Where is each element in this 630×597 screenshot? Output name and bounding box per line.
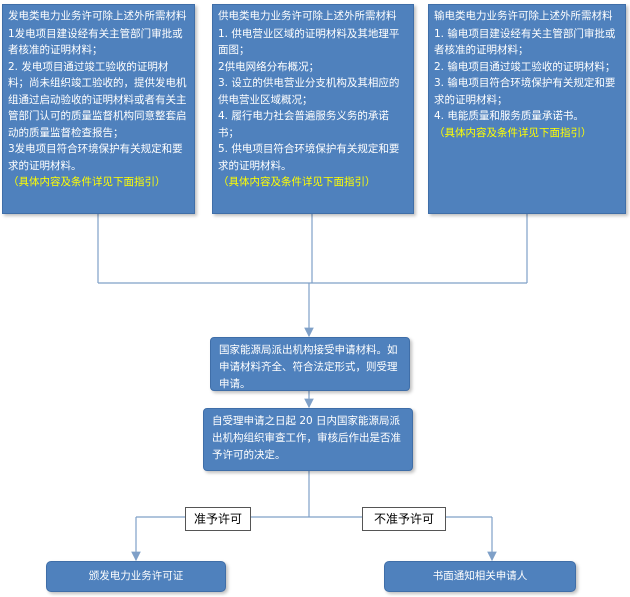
notify-applicant-box: 书面通知相关申请人: [384, 561, 576, 592]
list-item: 3发电项目符合环境保护有关规定和要求的证明材料。: [8, 143, 183, 172]
list-item: 4. 履行电力社会普遍服务义务的承诺书；: [218, 110, 389, 139]
list-item: 2供电网络分布概况；: [218, 60, 320, 73]
list-item: 2. 发电项目通过竣工验收的证明材料；尚未组织竣工验收的，提供发电机组通过启动验…: [8, 60, 187, 139]
guide-note: （具体内容及条件详见下面指引）: [434, 126, 592, 139]
result-text: 书面通知相关申请人: [432, 570, 528, 582]
power-generation-materials-box: 发电类电力业务许可除上述外所需材料 1发电项目建设经有关主管部门审批或者核准的证…: [2, 4, 195, 214]
guide-note: （具体内容及条件详见下面指引）: [8, 176, 166, 188]
list-item: 4. 电能质量和服务质量承诺书。: [434, 110, 584, 122]
step-text: 国家能源局派出机构接受申请材料。如申请材料齐全、符合法定形式，则受理申请。: [219, 344, 398, 390]
step-text: 自受理申请之日起 20 日内国家能源局派出机构组织审查工作，审核后作出是否准予许…: [212, 415, 401, 461]
result-text: 颁发电力业务许可证: [88, 570, 184, 582]
power-supply-materials-box: 供电类电力业务许可除上述外所需材料 1. 供电营业区域的证明材料及其地理平面图；…: [212, 4, 414, 214]
approve-label: 准予许可: [185, 507, 251, 531]
box-title: 供电类电力业务许可除上述外所需材料: [218, 10, 397, 22]
guide-note: （具体内容及条件详见下面指引）: [218, 176, 376, 188]
reject-label-text: 不准予许可: [373, 512, 434, 526]
list-item: 1. 供电营业区域的证明材料及其地理平面图；: [218, 27, 400, 57]
box-title: 输电类电力业务许可除上述外所需材料: [434, 10, 613, 22]
approve-label-text: 准予许可: [193, 512, 242, 526]
list-item: 1. 输电项目建设经有关主管部门审批或者核准的证明材料；: [434, 27, 616, 57]
review-decision-box: 自受理申请之日起 20 日内国家能源局派出机构组织审查工作，审核后作出是否准予许…: [203, 408, 413, 471]
accept-application-box: 国家能源局派出机构接受申请材料。如申请材料齐全、符合法定形式，则受理申请。: [210, 337, 410, 391]
reject-label: 不准予许可: [362, 507, 446, 531]
list-item: 3. 输电项目符合环境保护有关规定和要求的证明材料；: [434, 77, 616, 106]
list-item: 3. 设立的供电营业分支机构及其相应的供电营业区域概况；: [218, 77, 400, 106]
box-title: 发电类电力业务许可除上述外所需材料: [8, 10, 187, 22]
issue-license-box: 颁发电力业务许可证: [46, 561, 226, 592]
list-item: 5. 供电项目符合环境保护有关规定和要求的证明材料。: [218, 143, 400, 172]
list-item: 1发电项目建设经有关主管部门审批或者核准的证明材料；: [8, 27, 183, 57]
list-item: 2. 输电项目通过竣工验收的证明材料；: [434, 60, 616, 73]
power-transmission-materials-box: 输电类电力业务许可除上述外所需材料 1. 输电项目建设经有关主管部门审批或者核准…: [428, 4, 626, 214]
